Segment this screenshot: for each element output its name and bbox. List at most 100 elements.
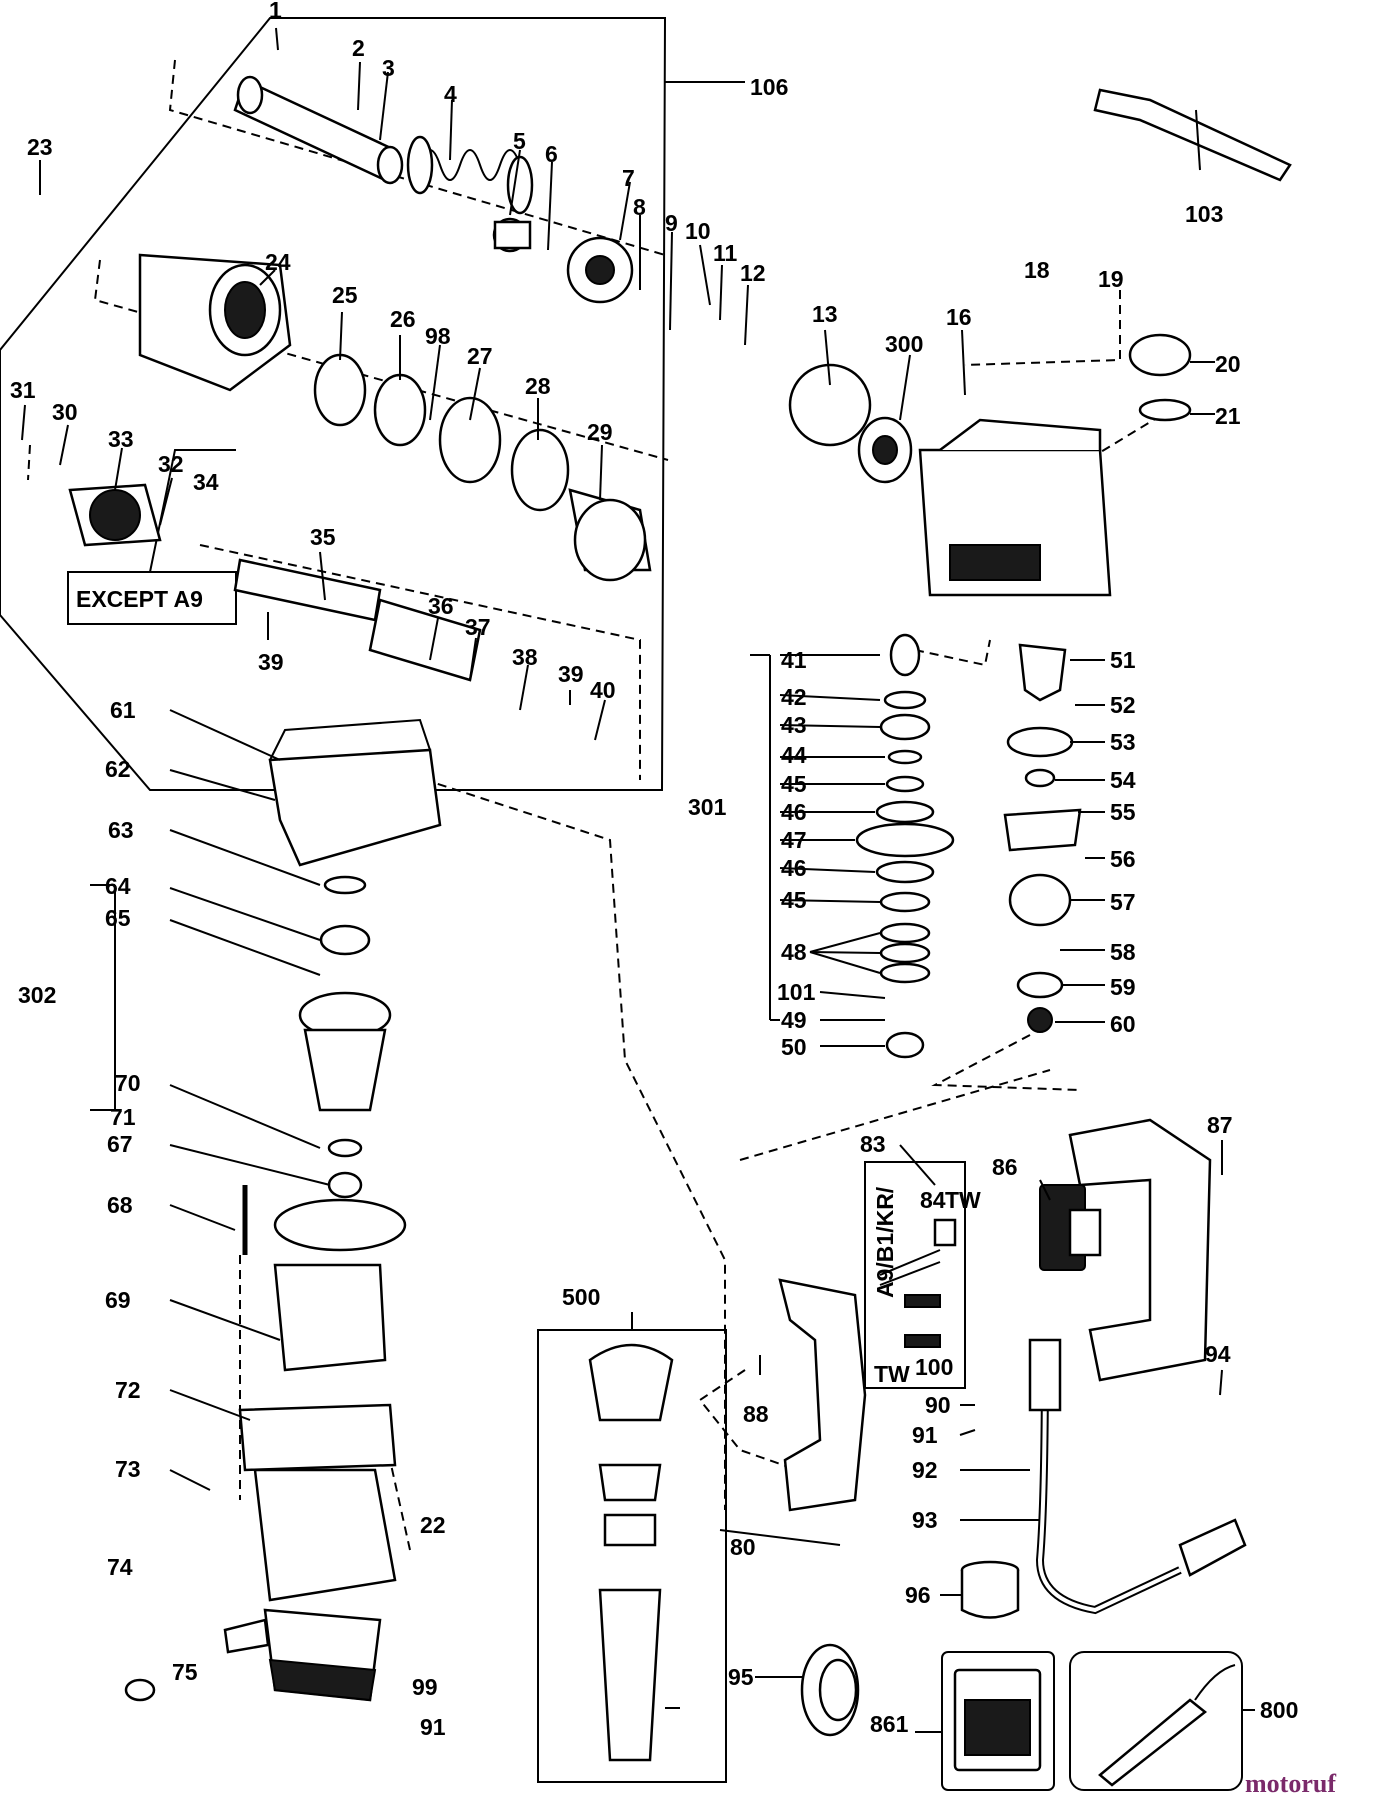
callout-72: 72 <box>115 1377 141 1403</box>
callout-65: 65 <box>105 905 131 931</box>
callout-22: 22 <box>420 1512 446 1538</box>
callout-70: 70 <box>115 1070 141 1096</box>
callout-39b: 39 <box>558 661 584 687</box>
callout-95: 95 <box>728 1664 754 1690</box>
callout-98: 98 <box>425 323 451 349</box>
callout-63: 63 <box>108 817 134 843</box>
callout-55: 55 <box>1110 799 1136 825</box>
callout-26: 26 <box>390 306 416 332</box>
svg-text:motoruf: motoruf <box>1245 1769 1336 1798</box>
callout-84: 84 <box>920 1187 946 1213</box>
bearing-300 <box>857 416 913 484</box>
callout-5: 5 <box>513 128 526 154</box>
callout-93: 93 <box>912 1507 938 1533</box>
callout-300: 300 <box>885 331 923 357</box>
callout-56: 56 <box>1110 846 1136 872</box>
hammer-assembly-frame <box>0 17 745 791</box>
callout-35: 35 <box>310 524 336 550</box>
diagram-notes: EXCEPT A9 A9/B1/KR/ 84 TW TW 100 <box>76 586 981 1387</box>
callout-43: 43 <box>781 712 807 738</box>
callout-69: 69 <box>105 1287 131 1313</box>
callout-45b: 45 <box>781 887 807 913</box>
callout-29: 29 <box>587 419 613 445</box>
callout-2: 2 <box>352 35 365 61</box>
callout-500: 500 <box>562 1284 600 1310</box>
armature-302 <box>298 875 392 1199</box>
callout-52: 52 <box>1110 692 1136 718</box>
rear-handle-88 <box>778 1278 867 1512</box>
tw-note-top: TW <box>945 1187 981 1213</box>
callout-53: 53 <box>1110 729 1136 755</box>
cover-plate-13 <box>788 363 872 447</box>
callout-48: 48 <box>781 939 807 965</box>
callout-39a: 39 <box>258 649 284 675</box>
tool-holder-35 <box>233 558 482 682</box>
watermark-logo: motoruf <box>1245 1769 1336 1798</box>
variants-note: A9/B1/KR/ <box>872 1186 898 1298</box>
callout-91a: 91 <box>912 1422 938 1448</box>
brush-kit-84 <box>879 1218 957 1348</box>
callout-101: 101 <box>777 979 816 1005</box>
callout-36: 36 <box>428 593 454 619</box>
callout-7: 7 <box>622 165 635 191</box>
callout-83: 83 <box>860 1131 886 1157</box>
callout-46b: 46 <box>781 855 807 881</box>
accessory-500-box <box>537 1312 727 1783</box>
callout-301: 301 <box>688 794 727 820</box>
callout-40: 40 <box>590 677 616 703</box>
callout-18: 18 <box>1024 257 1050 283</box>
callout-11: 11 <box>713 240 738 266</box>
handle-half-87 <box>1068 1118 1212 1382</box>
callout-10: 10 <box>685 218 711 244</box>
callout-50: 50 <box>781 1034 807 1060</box>
blower-800 <box>1098 1664 1236 1787</box>
side-handle-500 <box>588 1343 674 1762</box>
callout-labels: 1 2 3 4 5 6 7 8 9 10 11 12 13 16 18 19 2… <box>10 0 1298 1740</box>
callout-46a: 46 <box>781 799 807 825</box>
callout-861: 861 <box>870 1711 909 1737</box>
callout-60: 60 <box>1110 1011 1136 1037</box>
end-cap-99 <box>263 1608 382 1702</box>
callout-45a: 45 <box>781 771 807 797</box>
callout-73: 73 <box>115 1456 141 1482</box>
motor-housing-72 <box>238 1403 397 1602</box>
callout-16: 16 <box>946 304 972 330</box>
callout-64: 64 <box>105 873 131 899</box>
except-a9-note: EXCEPT A9 <box>76 586 203 612</box>
callout-92: 92 <box>912 1457 938 1483</box>
rings-25-29 <box>313 353 652 582</box>
hammer-housing-300 <box>918 418 1112 597</box>
callout-23: 23 <box>27 134 53 160</box>
callout-27: 27 <box>467 343 493 369</box>
housing-24 <box>138 253 292 392</box>
callout-6: 6 <box>545 141 558 167</box>
callout-100: 100 <box>915 1354 953 1380</box>
callout-9: 9 <box>665 210 678 236</box>
callout-59: 59 <box>1110 974 1136 1000</box>
callout-4: 4 <box>444 81 457 107</box>
gear-stack-301 <box>855 633 955 1059</box>
callout-44: 44 <box>781 742 807 768</box>
handle-103 <box>1093 88 1292 182</box>
switch-86 <box>1039 1184 1102 1271</box>
callout-302: 302 <box>18 982 56 1008</box>
callout-62: 62 <box>105 756 131 782</box>
callout-87: 87 <box>1207 1112 1233 1138</box>
piston <box>492 217 532 253</box>
callout-33: 33 <box>108 426 134 452</box>
callout-91b: 91 <box>420 1714 446 1740</box>
field-69 <box>273 1263 387 1372</box>
gear-box-62 <box>268 718 442 867</box>
callout-71: 71 <box>110 1104 136 1130</box>
callout-38: 38 <box>512 644 538 670</box>
grease-96 <box>960 1560 1020 1619</box>
gear-7 <box>566 236 634 304</box>
callout-74: 74 <box>107 1554 133 1580</box>
callout-68: 68 <box>107 1192 133 1218</box>
gear-stack-51-60 <box>1003 643 1082 1033</box>
callout-58: 58 <box>1110 939 1136 965</box>
kit-800-box <box>1069 1651 1243 1791</box>
callout-106: 106 <box>750 74 788 100</box>
callout-88: 88 <box>743 1401 769 1427</box>
callout-1: 1 <box>269 0 282 23</box>
